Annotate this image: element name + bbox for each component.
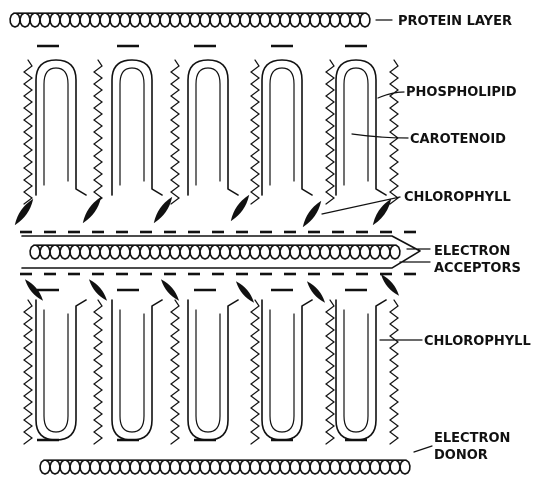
fatty-acid-chain [390, 300, 398, 444]
chlorophyll-molecule [81, 196, 103, 224]
fatty-acid-chain [326, 300, 334, 444]
chlorophyll-molecule [13, 198, 35, 226]
fatty-acid-chain [171, 60, 179, 204]
protein-layer-top-coil [10, 13, 370, 27]
chlorophyll-bottom-label: CHLOROPHYLL [424, 334, 531, 349]
chlorophyll-molecule [301, 200, 323, 228]
fatty-acid-chain [24, 300, 32, 444]
protein-layer-middle-coil [30, 245, 400, 259]
electron-donor-leader [414, 446, 432, 452]
fatty-acid-chain [171, 300, 179, 444]
fatty-acid-chain [390, 60, 398, 204]
phospholipid-molecule [36, 300, 86, 440]
electron-acceptors-label-line2: ACCEPTORS [434, 261, 521, 276]
phospholipid-label: PHOSPHOLIPID [406, 85, 517, 100]
electron-donor-label-line1: ELECTRON [434, 431, 510, 446]
fatty-acid-chain [24, 60, 32, 204]
chlorophyll-molecule [306, 280, 327, 303]
phospholipid-molecule [188, 300, 238, 440]
protein-layer-bottom-coil [40, 460, 410, 474]
phospholipid-molecule [336, 300, 386, 440]
chlorophyll-molecule [380, 273, 401, 296]
protein-layer-label: PROTEIN LAYER [398, 14, 512, 29]
carotenoid-leader [352, 134, 408, 138]
phospholipid-molecule [112, 60, 162, 195]
phospholipid-molecule [262, 60, 312, 195]
fatty-acid-chain [94, 300, 102, 444]
chlorophyll-molecule [160, 278, 181, 301]
electron-donor-label-line2: DONOR [434, 448, 488, 463]
phospholipid-molecule [336, 60, 386, 195]
fatty-acid-chain [251, 60, 259, 204]
fatty-acid-chain [94, 60, 102, 204]
chlorophyll-molecule [229, 194, 251, 222]
carotenoid-label: CAROTENOID [410, 132, 506, 147]
fatty-acid-chain [326, 60, 334, 204]
chlorophyll-molecule [152, 196, 174, 224]
electron-acceptors-label-line1: ELECTRON [434, 244, 510, 259]
chlorophyll-molecule [88, 278, 109, 301]
dash-marks [20, 46, 416, 440]
fatty-acid-chain [251, 300, 259, 444]
phospholipid-molecule [188, 60, 238, 195]
phospholipid-molecule [112, 300, 162, 440]
phospholipid-molecule [36, 60, 86, 195]
phospholipid-molecule [262, 300, 312, 440]
chlorophyll-top-label: CHLOROPHYLL [404, 190, 511, 205]
